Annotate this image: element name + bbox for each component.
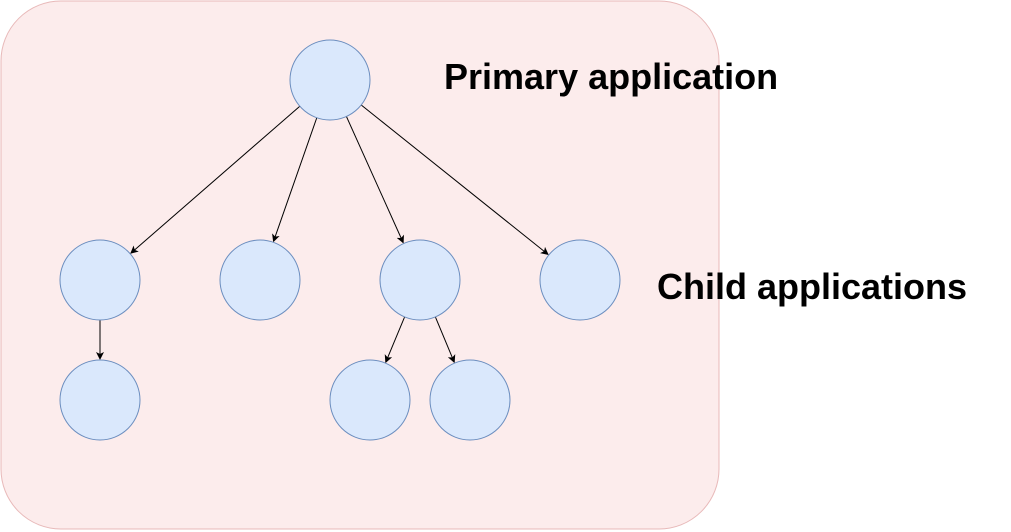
edge-primary-to-child-3 <box>345 116 404 244</box>
node-grandchild-1 <box>59 359 141 441</box>
node-primary <box>289 39 371 121</box>
child-applications-label: Child applications <box>657 266 968 307</box>
node-child-2 <box>219 239 301 321</box>
node-child-3 <box>379 239 461 321</box>
application-container <box>0 0 720 530</box>
primary-application-label: Primary application <box>444 56 779 97</box>
edge-primary-to-child-4 <box>360 104 549 256</box>
edge-child-3-to-grandchild-3 <box>434 316 456 364</box>
node-child-1 <box>59 239 141 321</box>
edge-primary-to-child-1 <box>130 105 301 254</box>
edge-child-3-to-grandchild-2 <box>384 316 406 364</box>
node-grandchild-2 <box>329 359 411 441</box>
node-grandchild-3 <box>429 359 511 441</box>
node-child-4 <box>539 239 621 321</box>
nodes <box>59 39 621 441</box>
edges <box>96 104 549 364</box>
edge-primary-to-child-2 <box>272 117 318 243</box>
